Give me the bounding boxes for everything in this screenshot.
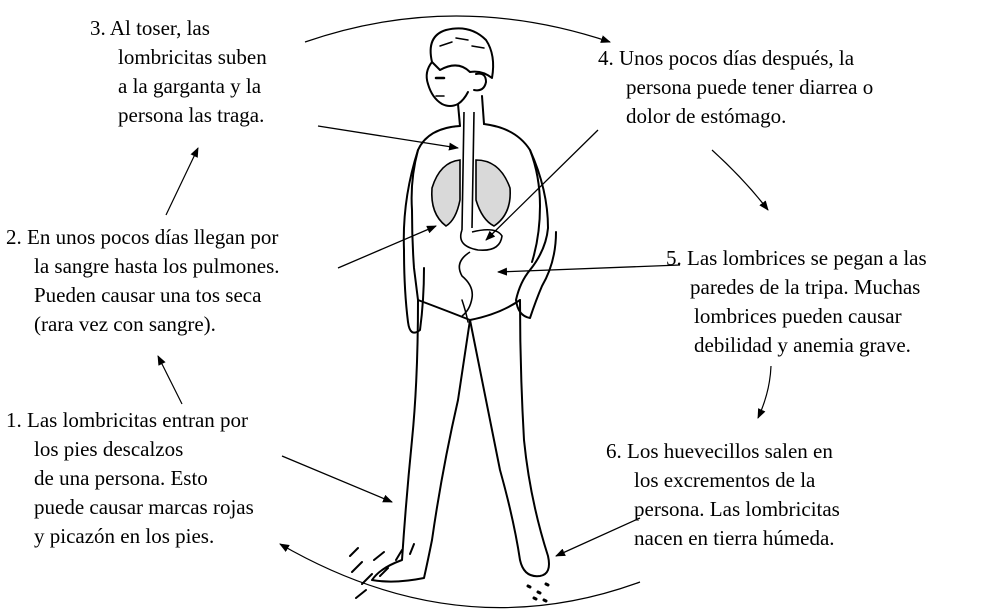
step-6-line: 6. Los huevecillos salen en <box>606 439 833 463</box>
torso-right <box>483 123 541 263</box>
step-3-line: a la garganta y la <box>118 74 262 98</box>
hair-strands <box>439 37 485 49</box>
eggs-marks <box>526 582 550 603</box>
step-5-line: 5. Las lombrices se pegan a las <box>666 246 927 270</box>
cycle-arrow-1-to-2 <box>157 355 183 405</box>
cycle-arrow-5-to-6 <box>757 365 772 419</box>
intestine <box>458 251 474 317</box>
step-3-line: persona las traga. <box>118 103 265 127</box>
larvae-marks <box>349 543 550 603</box>
step-6-label: 6. Los huevecillos salen en los excremen… <box>606 437 840 553</box>
cycle-arrow-2-to-3 <box>165 147 199 216</box>
pointer-step-4 <box>485 129 599 241</box>
step-1-line: de una persona. Esto <box>34 466 208 490</box>
step-2-line: (rara vez con sangre). <box>34 312 216 336</box>
step-2-label: 2. En unos pocos días llegan por la sang… <box>6 223 280 339</box>
step-5-line: debilidad y anemia grave. <box>694 333 911 357</box>
pointer-step-6 <box>555 517 641 557</box>
leg-right <box>469 299 550 578</box>
step-1-line: los pies descalzos <box>34 437 184 461</box>
step-2-line: 2. En unos pocos días llegan por <box>6 225 279 249</box>
step-4-line: persona puede tener diarrea o <box>626 75 874 99</box>
groin <box>461 299 469 323</box>
face <box>425 61 469 107</box>
step-4-line: dolor de estómago. <box>626 104 787 128</box>
neck <box>457 95 485 127</box>
step-3-line: lombricitas suben <box>118 45 267 69</box>
pointer-step-5 <box>497 264 681 276</box>
internal-organs <box>430 111 511 317</box>
step-6-line: los excrementos de la <box>634 468 816 492</box>
cycle-arrows <box>157 15 772 609</box>
pointer-arrows <box>281 125 681 557</box>
step-5-line: paredes de la tripa. Muchas <box>690 275 921 299</box>
hair <box>429 27 495 79</box>
hips <box>417 299 521 321</box>
step-2-line: la sangre hasta los pulmones. <box>34 254 280 278</box>
step-4-label: 4. Unos pocos días después, la persona p… <box>598 44 873 131</box>
arm-left <box>402 149 425 334</box>
cycle-arrow-6-to-1 <box>279 543 641 609</box>
torso-left <box>410 125 461 301</box>
step-1-line: puede causar marcas rojas <box>34 495 254 519</box>
step-1-line: y picazón en los pies. <box>34 524 215 548</box>
leg-left <box>371 299 471 583</box>
step-3-line: 3. Al toser, las <box>90 16 210 40</box>
trachea <box>461 111 475 231</box>
cycle-arrow-3-to-4 <box>304 15 611 43</box>
step-1-label: 1. Las lombricitas entran por los pies d… <box>6 406 254 551</box>
cycle-arrow-4-to-5 <box>711 149 769 211</box>
step-1-line: 1. Las lombricitas entran por <box>6 408 249 432</box>
ear <box>473 72 487 92</box>
boy-figure <box>371 27 557 583</box>
pointer-step-2 <box>337 225 437 269</box>
step-6-line: persona. Las lombricitas <box>634 497 840 521</box>
step-4-line: 4. Unos pocos días después, la <box>598 46 855 70</box>
step-5-line: lombrices pueden causar <box>694 304 902 328</box>
stomach <box>459 228 503 252</box>
pointer-step-1 <box>281 455 393 503</box>
lung-left <box>430 159 461 227</box>
step-6-line: nacen en tierra húmeda. <box>634 526 835 550</box>
step-2-line: Pueden causar una tos seca <box>34 283 262 307</box>
lung-right <box>475 159 511 227</box>
step-3-label: 3. Al toser, las lombricitas suben a la … <box>90 14 267 130</box>
arm-right <box>515 149 557 319</box>
pointer-step-3 <box>317 125 459 151</box>
step-5-label: 5. Las lombrices se pegan a las paredes … <box>666 244 927 360</box>
